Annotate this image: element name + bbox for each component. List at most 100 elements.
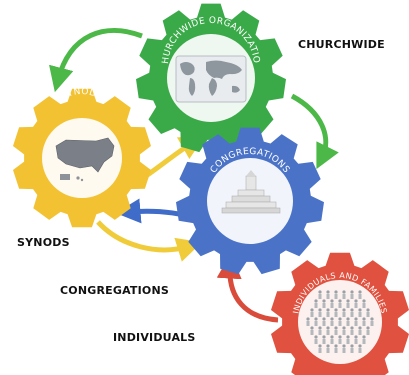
person-body	[350, 348, 354, 353]
person-body	[358, 330, 362, 335]
person-head	[350, 308, 354, 312]
person-head	[354, 335, 358, 339]
person-head	[310, 326, 314, 330]
person-body	[318, 330, 322, 335]
person-head	[330, 335, 334, 339]
person-body	[322, 321, 326, 326]
person-head	[350, 344, 354, 348]
person-head	[322, 335, 326, 339]
person-head	[314, 335, 318, 339]
person-head	[318, 290, 322, 294]
person-body	[314, 303, 318, 308]
person-body	[338, 321, 342, 326]
person-body	[334, 312, 338, 317]
person-body	[370, 321, 374, 326]
person-head	[314, 317, 318, 321]
person-body	[314, 321, 318, 326]
person-head	[330, 317, 334, 321]
person-body	[354, 303, 358, 308]
person-body	[350, 330, 354, 335]
person-body	[338, 339, 342, 344]
person-head	[354, 299, 358, 303]
person-head	[350, 326, 354, 330]
person-body	[318, 294, 322, 299]
person-head	[366, 326, 370, 330]
person-body	[342, 294, 346, 299]
person-head	[322, 299, 326, 303]
person-head	[322, 317, 326, 321]
person-head	[358, 326, 362, 330]
label-congregations: CONGREGATIONS	[60, 284, 170, 297]
person-body	[358, 294, 362, 299]
person-head	[346, 299, 350, 303]
person-head	[310, 308, 314, 312]
person-body	[342, 330, 346, 335]
person-head	[334, 308, 338, 312]
person-head	[362, 335, 366, 339]
person-head	[334, 344, 338, 348]
person-body	[366, 312, 370, 317]
person-head	[334, 290, 338, 294]
person-head	[338, 335, 342, 339]
person-head	[342, 326, 346, 330]
person-head	[318, 308, 322, 312]
person-body	[358, 312, 362, 317]
person-body	[346, 321, 350, 326]
label-churchwide: CHURCHWIDE	[298, 38, 385, 51]
person-body	[350, 294, 354, 299]
arrow-churchwide-to-congregations	[290, 93, 339, 170]
person-body	[306, 321, 310, 326]
person-head	[306, 317, 310, 321]
person-body	[330, 303, 334, 308]
person-head	[362, 299, 366, 303]
person-body	[326, 312, 330, 317]
person-head	[326, 308, 330, 312]
person-head	[314, 299, 318, 303]
person-body	[362, 321, 366, 326]
person-head	[330, 299, 334, 303]
person-body	[354, 321, 358, 326]
person-head	[342, 290, 346, 294]
person-body	[310, 312, 314, 317]
person-head	[326, 290, 330, 294]
person-head	[358, 290, 362, 294]
person-head	[334, 326, 338, 330]
person-body	[326, 294, 330, 299]
person-head	[342, 308, 346, 312]
gear-label-synods: SYNODS	[60, 87, 105, 102]
person-body	[338, 303, 342, 308]
person-body	[358, 348, 362, 353]
person-head	[370, 317, 374, 321]
person-head	[346, 317, 350, 321]
arrow-individuals-to-congregations	[216, 253, 279, 323]
person-body	[318, 348, 322, 353]
person-head	[326, 326, 330, 330]
person-body	[362, 339, 366, 344]
person-body	[346, 339, 350, 344]
person-body	[334, 294, 338, 299]
person-body	[342, 348, 346, 353]
person-head	[318, 344, 322, 348]
person-head	[326, 344, 330, 348]
person-body	[342, 312, 346, 317]
person-body	[330, 339, 334, 344]
person-head	[318, 326, 322, 330]
person-body	[362, 303, 366, 308]
person-head	[358, 308, 362, 312]
label-synods: SYNODS	[17, 236, 70, 249]
person-head	[354, 317, 358, 321]
person-body	[310, 330, 314, 335]
person-body	[326, 330, 330, 335]
person-body	[354, 339, 358, 344]
church-building-icon	[221, 170, 281, 214]
us-map-icon	[55, 137, 115, 182]
person-head	[366, 308, 370, 312]
person-head	[350, 290, 354, 294]
person-body	[366, 330, 370, 335]
person-body	[322, 339, 326, 344]
person-body	[322, 303, 326, 308]
person-body	[314, 339, 318, 344]
person-body	[326, 348, 330, 353]
